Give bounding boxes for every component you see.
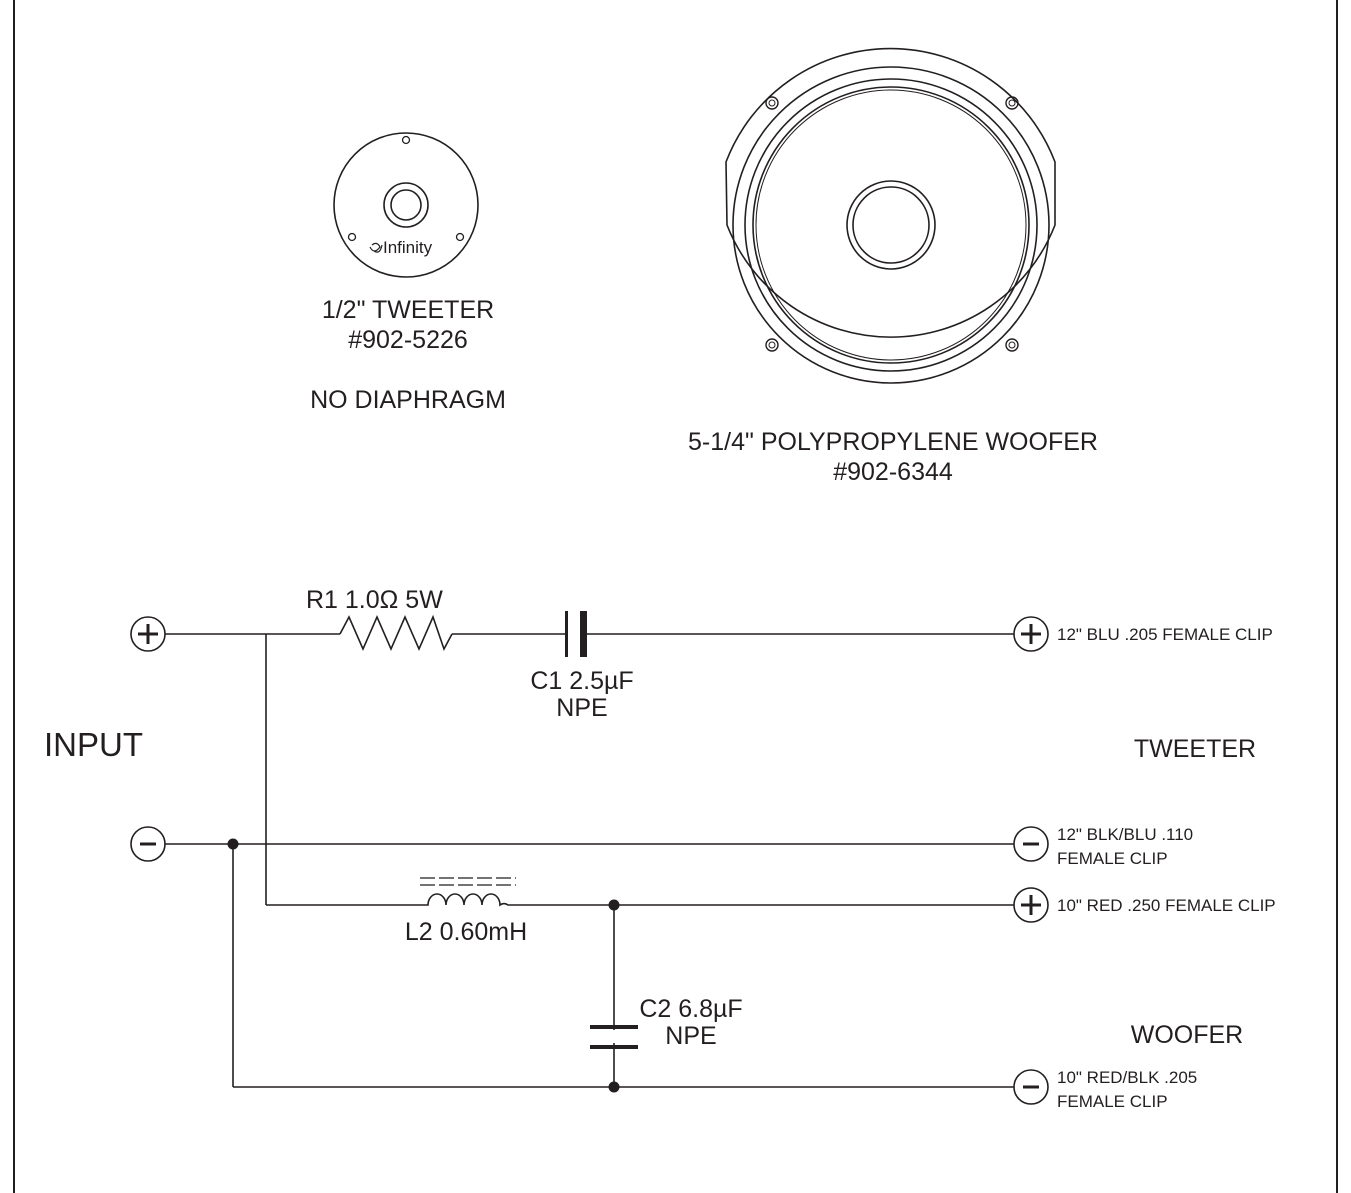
- woofer-drawing: [725, 47, 1056, 384]
- woofer-section-label: WOOFER: [1131, 1021, 1244, 1049]
- c1-type-label: NPE: [556, 694, 607, 722]
- c2-type-label: NPE: [665, 1022, 716, 1050]
- tweeter-section-label: TWEETER: [1134, 735, 1256, 763]
- woofer-title: 5-1/4" POLYPROPYLENE WOOFER: [688, 428, 1098, 456]
- woofer-minus-label-line2: FEMALE CLIP: [1057, 1092, 1168, 1111]
- input-minus-terminal: [130, 826, 166, 862]
- c2-capacitor-symbol: [590, 1025, 638, 1049]
- woofer-part-number: #902-6344: [833, 458, 953, 486]
- tweeter-note: NO DIAPHRAGM: [310, 386, 506, 414]
- tweeter-minus-label-line1: 12" BLK/BLU .110: [1057, 825, 1193, 844]
- woofer-minus-terminal: [1013, 1069, 1049, 1105]
- r1-label: R1 1.0Ω 5W: [306, 586, 443, 614]
- l2-label: L2 0.60mH: [405, 918, 527, 946]
- junction-dot: [608, 1081, 620, 1093]
- woofer-plus-terminal: [1013, 887, 1049, 923]
- junction-dot: [608, 899, 620, 911]
- woofer-minus-label-line1: 10" RED/BLK .205: [1057, 1068, 1197, 1087]
- input-plus-terminal: [130, 616, 166, 652]
- logo-icon: [369, 242, 383, 253]
- tweeter-logo-text: Infinity: [383, 238, 433, 257]
- junction-dot: [227, 838, 239, 850]
- tweeter-title: 1/2" TWEETER: [322, 296, 494, 324]
- c1-value-label: C1 2.5µF: [530, 667, 633, 695]
- tweeter-minus-label-line2: FEMALE CLIP: [1057, 849, 1168, 868]
- tweeter-drawing: Infinity: [333, 132, 479, 278]
- l2-inductor-symbol: [420, 877, 516, 907]
- tweeter-plus-label: 12" BLU .205 FEMALE CLIP: [1057, 625, 1273, 644]
- tweeter-part-number: #902-5226: [348, 326, 468, 354]
- c2-value-label: C2 6.8µF: [639, 995, 742, 1023]
- wiring: [165, 633, 1014, 1088]
- c1-capacitor-symbol: [565, 611, 587, 657]
- r1-resistor-symbol: [339, 614, 453, 651]
- input-label: INPUT: [44, 726, 143, 763]
- tweeter-minus-terminal: [1013, 826, 1049, 862]
- tweeter-plus-terminal: [1013, 616, 1049, 652]
- woofer-plus-label: 10" RED .250 FEMALE CLIP: [1057, 896, 1276, 915]
